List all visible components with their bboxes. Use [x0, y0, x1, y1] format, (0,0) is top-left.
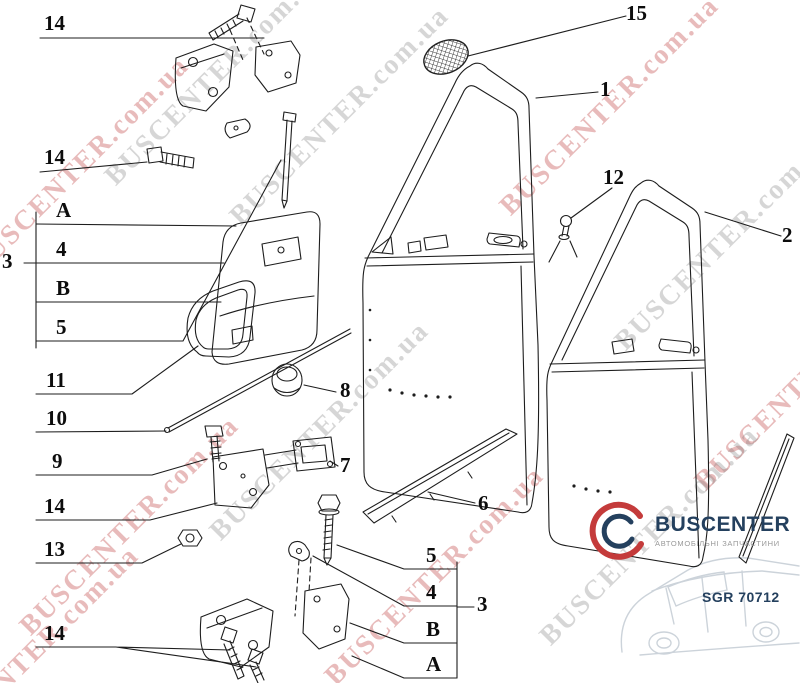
door-2-holes	[572, 484, 612, 494]
callout-8: 8	[340, 378, 351, 402]
callout-b-right: B	[426, 617, 441, 641]
buscenter-logo-emblem	[589, 501, 644, 560]
vehicle-sketch	[620, 557, 800, 656]
door-2-moulding-strip	[738, 433, 795, 564]
door-1-holes	[368, 308, 452, 399]
callout-3-right: 3	[477, 592, 488, 616]
hinge-bolt-5	[317, 494, 341, 566]
callout-a-left: A	[56, 198, 72, 222]
hinge-lever-clip	[224, 118, 251, 139]
callout-14-top: 14	[44, 11, 65, 35]
callout-11: 11	[46, 368, 66, 392]
bolt-14-bottom-2	[247, 648, 265, 683]
leader-lines	[23, 15, 782, 679]
bolt-14-mid	[146, 146, 195, 169]
speaker-grille-15	[423, 39, 469, 75]
callout-12: 12	[603, 165, 624, 189]
callout-5-left: 5	[56, 315, 67, 339]
callout-14-bottom: 14	[44, 621, 65, 645]
logo-tagline: АВТОМОБІЛЬНІ ЗАПЧАСТИНИ	[655, 538, 780, 548]
callout-14-lower: 14	[44, 494, 65, 518]
sill-moulding-6	[362, 428, 518, 524]
upper-hinge-left	[174, 43, 234, 112]
callout-15: 15	[626, 1, 647, 25]
logo-brand-name: BUSCENTER	[655, 512, 791, 536]
nut-13	[177, 529, 203, 547]
upper-hinge-right	[254, 40, 301, 93]
door-check-7	[212, 436, 336, 509]
callout-b-left: B	[56, 276, 71, 300]
glass-run-seal-11	[186, 280, 256, 358]
callout-7: 7	[340, 453, 351, 477]
bolt-9	[204, 425, 224, 463]
grommet-cap-8	[271, 363, 303, 397]
hinge-pin	[281, 111, 297, 209]
callout-13: 13	[44, 537, 65, 561]
callout-4-left: 4	[56, 237, 67, 261]
callout-5-right: 5	[426, 543, 437, 567]
pin-12	[548, 214, 578, 263]
logo-text-block: BUSCENTER АВТОМОБІЛЬНІ ЗАПЧАСТИНИ	[655, 513, 790, 548]
bolt-14-bottom-1	[220, 626, 245, 680]
callout-4-right: 4	[426, 580, 437, 604]
callout-10: 10	[46, 406, 67, 430]
callout-9: 9	[52, 449, 63, 473]
front-door-shell-2	[546, 179, 710, 568]
callout-3-left: 3	[2, 249, 13, 273]
callout-14-mid: 14	[44, 145, 65, 169]
buscenter-logo: BUSCENTER АВТОМОБІЛЬНІ ЗАПЧАСТИНИ	[588, 500, 790, 560]
callout-6: 6	[478, 491, 489, 515]
part-code-label: SGR 70712	[702, 589, 780, 605]
callout-1: 1	[600, 77, 611, 101]
front-door-shell-1	[362, 62, 540, 514]
door-trim-panel	[211, 211, 321, 365]
alignment-guides	[229, 17, 312, 617]
clamp-4	[288, 540, 310, 562]
bolt-14-top	[208, 4, 256, 41]
callout-a-right: A	[426, 652, 442, 676]
weatherstrip-rod-10	[163, 328, 352, 434]
lower-hinge-right	[302, 583, 350, 650]
callout-2: 2	[782, 223, 793, 247]
